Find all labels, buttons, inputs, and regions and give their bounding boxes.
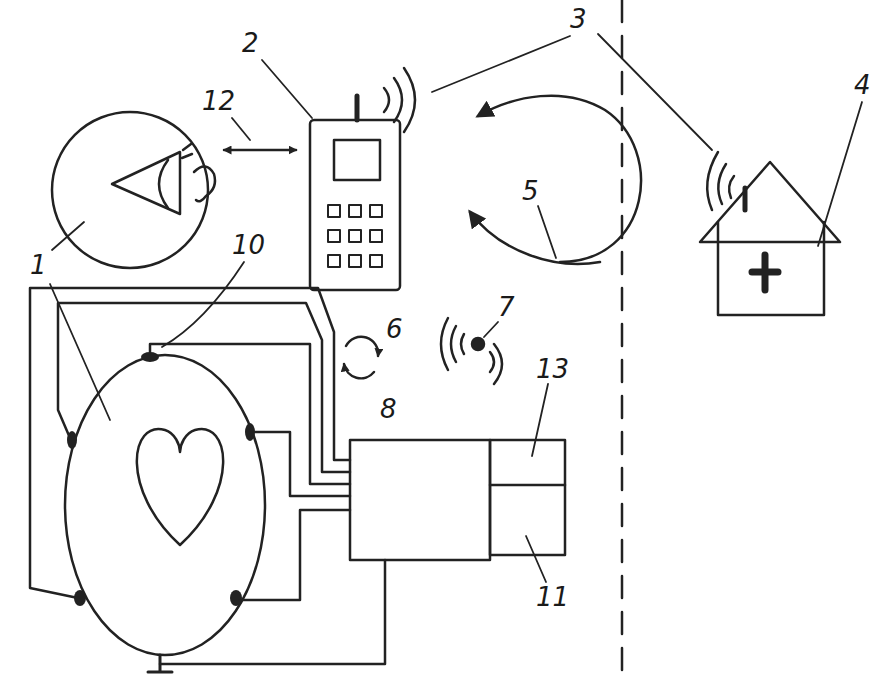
callout-number: 6 <box>384 316 405 342</box>
curved-arrow <box>478 96 641 262</box>
wire <box>30 288 350 598</box>
callout-number: 1 <box>28 252 49 278</box>
hospital-roof <box>700 162 840 242</box>
phone <box>310 120 400 290</box>
callout-number: 5 <box>520 178 541 204</box>
callout-number: 4 <box>852 72 873 98</box>
wire <box>160 560 385 664</box>
callout-number: 3 <box>568 6 589 32</box>
callout-number: 12 <box>200 88 237 114</box>
body-outline <box>65 355 265 655</box>
hospital-house <box>718 222 824 315</box>
head-circle <box>52 112 208 268</box>
double-arrow <box>224 149 296 152</box>
sensor-dot <box>472 338 484 350</box>
leader-lines <box>50 34 862 582</box>
wire <box>254 432 350 496</box>
wire <box>240 510 350 600</box>
wire <box>58 303 350 472</box>
callout-number: 13 <box>534 356 571 382</box>
wire <box>150 344 350 484</box>
callout-number: 8 <box>378 396 399 422</box>
device-box <box>350 440 490 560</box>
callout-number: 7 <box>496 294 517 320</box>
callout-number: 11 <box>534 584 571 610</box>
heart <box>137 429 223 545</box>
exchange-symbol <box>346 337 378 356</box>
ear-symbol <box>194 166 215 201</box>
eye-symbol <box>112 152 180 214</box>
callout-number: 2 <box>240 30 261 56</box>
curved-arrow <box>470 212 600 264</box>
callout-number: 10 <box>230 232 267 258</box>
electrodes <box>67 352 255 606</box>
boundary-line <box>621 0 624 684</box>
